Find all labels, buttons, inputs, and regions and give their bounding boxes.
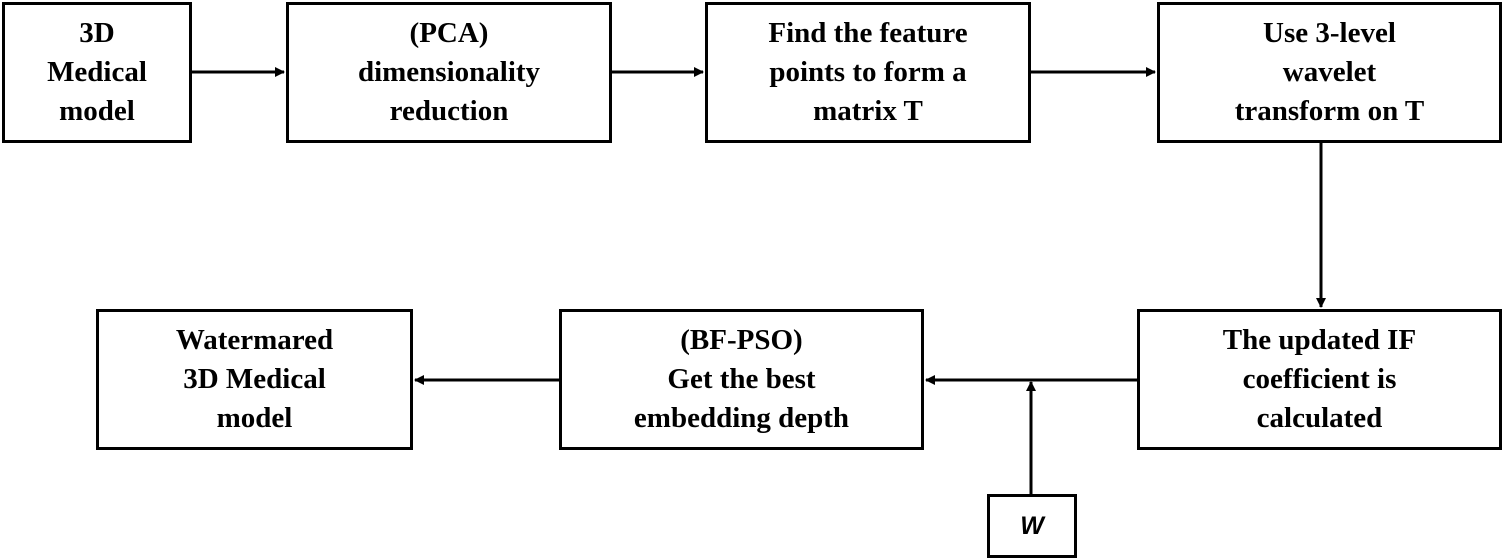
- node-if-coefficient: The updated IF coefficient is calculated: [1137, 309, 1502, 450]
- label-line: calculated: [1256, 402, 1383, 434]
- node-watermarked-label: Watermared 3D Medical model: [176, 321, 333, 438]
- label-line: (BF-PSO): [680, 324, 803, 356]
- node-3d-medical-model: 3D Medical model: [2, 2, 192, 143]
- node-feature-points-label: Find the feature points to form a matrix…: [768, 14, 967, 131]
- node-wavelet-label: Use 3-level wavelet transform on T: [1235, 14, 1425, 131]
- node-wavelet-transform: Use 3-level wavelet transform on T: [1157, 2, 1502, 143]
- node-watermarked-model: Watermared 3D Medical model: [96, 309, 413, 450]
- node-watermark-w-label: W: [1020, 511, 1044, 540]
- node-pca-label: (PCA) dimensionality reduction: [358, 14, 540, 131]
- label-line: Medical: [47, 56, 147, 88]
- label-line: 3D Medical: [183, 363, 326, 395]
- label-line: Find the feature: [768, 17, 968, 49]
- label-line: The updated IF: [1222, 324, 1417, 356]
- node-bf-pso-label: (BF-PSO) Get the best embedding depth: [634, 321, 849, 438]
- node-3d-medical-model-label: 3D Medical model: [47, 14, 147, 131]
- label-line: transform on T: [1234, 95, 1425, 127]
- label-line: points to form a: [769, 56, 967, 88]
- node-if-coefficient-label: The updated IF coefficient is calculated: [1223, 321, 1416, 438]
- label-line: dimensionality: [357, 56, 541, 88]
- label-line: Watermared: [175, 324, 334, 356]
- node-bf-pso: (BF-PSO) Get the best embedding depth: [559, 309, 924, 450]
- node-pca-dimensionality-reduction: (PCA) dimensionality reduction: [286, 2, 612, 143]
- label-line: reduction: [389, 95, 509, 127]
- label-line: Use 3-level: [1263, 17, 1396, 49]
- label-line: 3D: [79, 17, 115, 49]
- label-line: wavelet: [1282, 56, 1377, 88]
- label-line: embedding depth: [633, 402, 850, 434]
- node-feature-points: Find the feature points to form a matrix…: [705, 2, 1031, 143]
- label-line: model: [59, 95, 135, 127]
- label-line: Get the best: [667, 363, 816, 395]
- label-line: model: [216, 402, 293, 434]
- label-line: (PCA): [409, 17, 489, 49]
- label-line: matrix T: [813, 95, 923, 127]
- label-line: coefficient is: [1242, 363, 1397, 395]
- node-watermark-w: W: [987, 494, 1077, 558]
